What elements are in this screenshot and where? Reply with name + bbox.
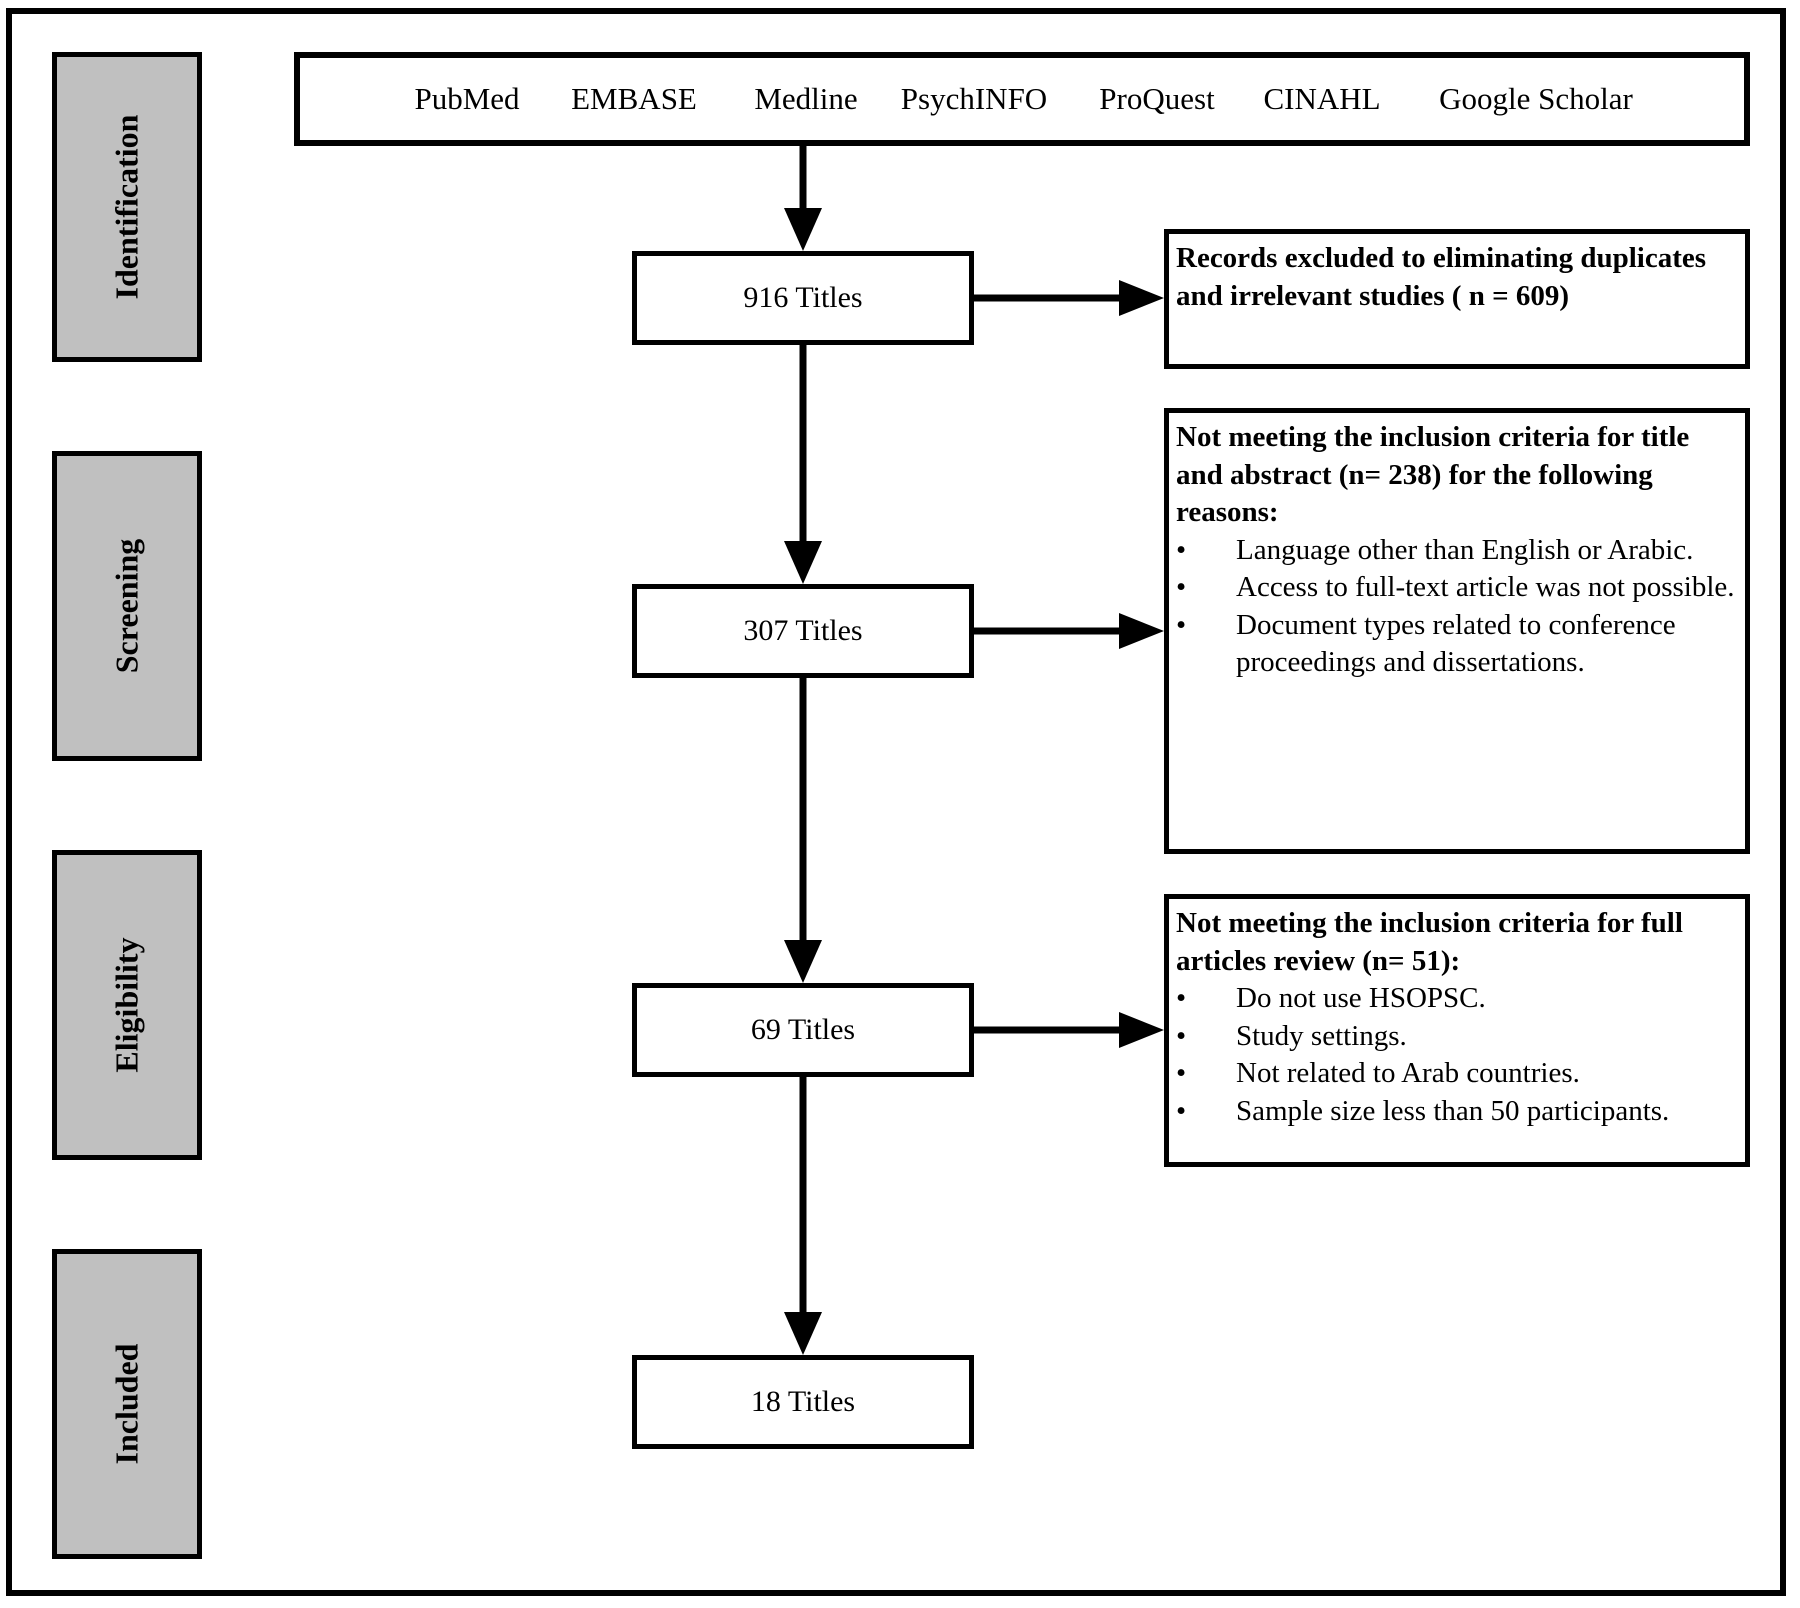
diagram-frame	[6, 8, 1786, 1596]
source-medline: Medline	[754, 81, 858, 116]
list-item: Access to full-text article was not poss…	[1176, 569, 1735, 607]
duplicates-exclusion-heading: Records excluded to eliminating duplicat…	[1176, 242, 1707, 312]
list-item: Document types related to conference pro…	[1176, 607, 1735, 682]
source-proquest: ProQuest	[1099, 81, 1215, 116]
title-abstract-reasons-list: Language other than English or Arabic. A…	[1176, 532, 1735, 682]
list-item: Sample size less than 50 participants.	[1176, 1093, 1735, 1131]
identified-count-box: 916 Titles	[632, 251, 974, 345]
duplicates-exclusion-box: Records excluded to eliminating duplicat…	[1164, 229, 1750, 369]
source-google-scholar: Google Scholar	[1439, 81, 1633, 116]
included-count-box: 18 Titles	[632, 1355, 974, 1449]
list-item: Language other than English or Arabic.	[1176, 532, 1735, 570]
arrowhead-down	[784, 1312, 822, 1355]
title-abstract-exclusion-heading: Not meeting the inclusion criteria for t…	[1176, 421, 1690, 528]
arrowhead-right	[1119, 1012, 1164, 1048]
arrowhead-down	[784, 541, 822, 584]
stage-eligibility: Eligibility	[52, 850, 202, 1160]
arrowhead-down	[784, 208, 822, 251]
list-item: Do not use HSOPSC.	[1176, 980, 1735, 1018]
source-pubmed: PubMed	[414, 81, 520, 116]
stage-identification: Identification	[52, 52, 202, 362]
arrowhead-right	[1119, 613, 1164, 649]
source-embase: EMBASE	[571, 81, 697, 116]
list-item: Not related to Arab countries.	[1176, 1055, 1735, 1093]
stage-included: Included	[52, 1249, 202, 1559]
eligible-count-box: 69 Titles	[632, 983, 974, 1077]
arrowhead-down	[784, 940, 822, 983]
source-cinahl: CINAHL	[1263, 81, 1381, 116]
full-text-reasons-list: Do not use HSOPSC. Study settings. Not r…	[1176, 980, 1735, 1130]
arrowhead-right	[1119, 280, 1164, 316]
list-item: Study settings.	[1176, 1018, 1735, 1056]
title-abstract-exclusion-box: Not meeting the inclusion criteria for t…	[1164, 408, 1750, 854]
sources-box: PubMed EMBASE Medline PsychINFO ProQuest…	[294, 52, 1750, 146]
stage-screening: Screening	[52, 451, 202, 761]
full-text-exclusion-heading: Not meeting the inclusion criteria for f…	[1176, 907, 1683, 977]
full-text-exclusion-box: Not meeting the inclusion criteria for f…	[1164, 894, 1750, 1167]
screened-count-box: 307 Titles	[632, 584, 974, 678]
source-psychinfo: PsychINFO	[900, 81, 1048, 116]
